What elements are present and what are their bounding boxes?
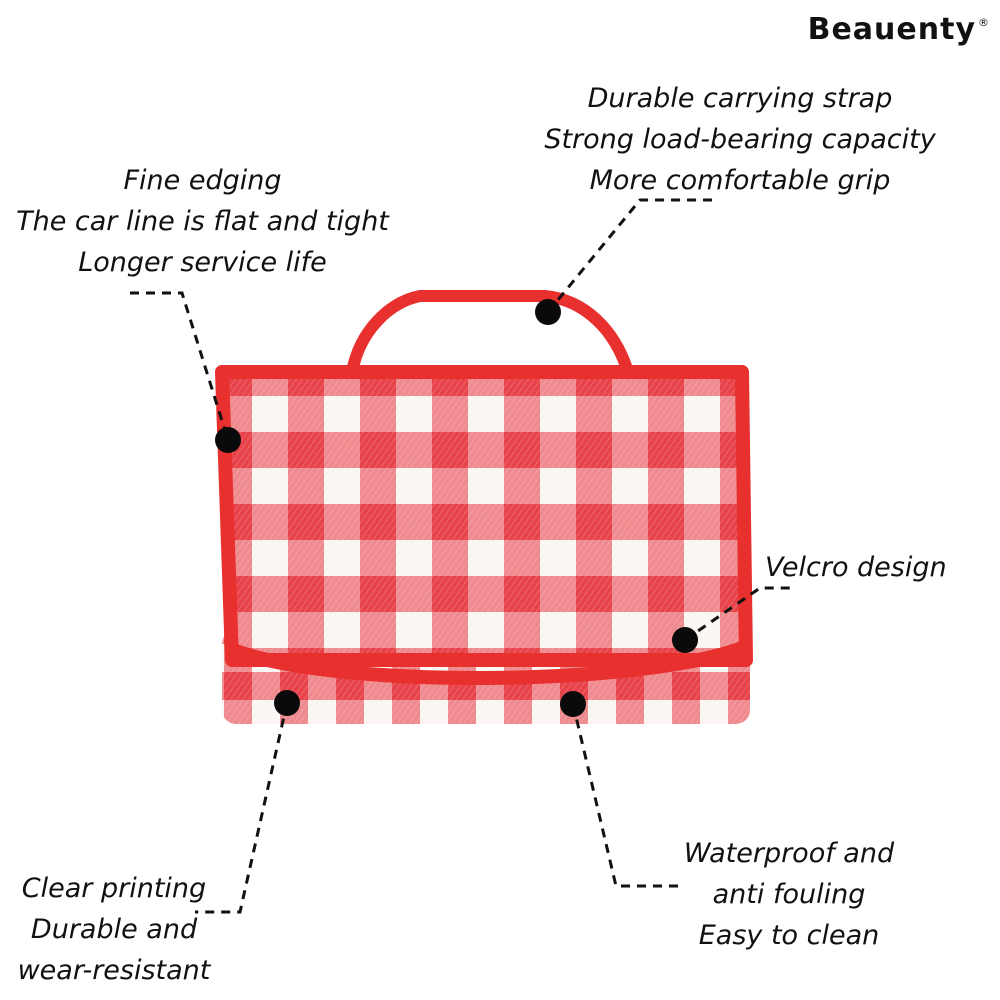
callout-velcro-text: Velcro design: [765, 547, 977, 588]
callout-line: Fine edging: [123, 165, 282, 196]
callout-line-waterproof: [560, 691, 680, 888]
callout-line-strap: [535, 198, 715, 325]
callout-line: Easy to clean: [698, 920, 880, 951]
callout-line: More comfortable grip: [589, 165, 891, 196]
carrying-strap: [346, 290, 634, 378]
callout-line: wear-resistant: [17, 955, 211, 986]
callout-line: Durable and: [30, 914, 198, 945]
callout-line: Durable carrying strap: [587, 83, 893, 114]
callout-line-velcro: [672, 586, 795, 653]
printing-marker-icon: [274, 690, 300, 716]
strap-marker-icon: [535, 299, 561, 325]
callout-edging-text: Fine edging The car line is flat and tig…: [0, 160, 405, 283]
callout-line: Velcro design: [765, 552, 947, 583]
callout-line: Strong load-bearing capacity: [544, 124, 936, 155]
callout-printing-text: Clear printing Durable and wear-resistan…: [5, 868, 223, 991]
callout-strap-text: Durable carrying strap Strong load-beari…: [515, 78, 965, 201]
registered-mark: ®: [978, 16, 990, 29]
brand-name: Beauenty: [807, 12, 976, 47]
callout-line: Clear printing: [21, 873, 207, 904]
callout-line-edging: [130, 291, 241, 453]
mat-flap: [215, 365, 753, 685]
callout-line: anti fouling: [712, 879, 866, 910]
callout-line-printing: [195, 690, 300, 914]
callout-waterproof-text: Waterproof and anti fouling Easy to clea…: [665, 833, 913, 956]
waterproof-marker-icon: [560, 691, 586, 717]
callout-line: Waterproof and: [683, 838, 895, 869]
callout-line: The car line is flat and tight: [16, 206, 389, 237]
velcro-marker-icon: [672, 627, 698, 653]
edging-marker-icon: [215, 427, 241, 453]
brand-logo: Beauenty®: [808, 12, 990, 47]
callout-line: Longer service life: [78, 247, 327, 278]
